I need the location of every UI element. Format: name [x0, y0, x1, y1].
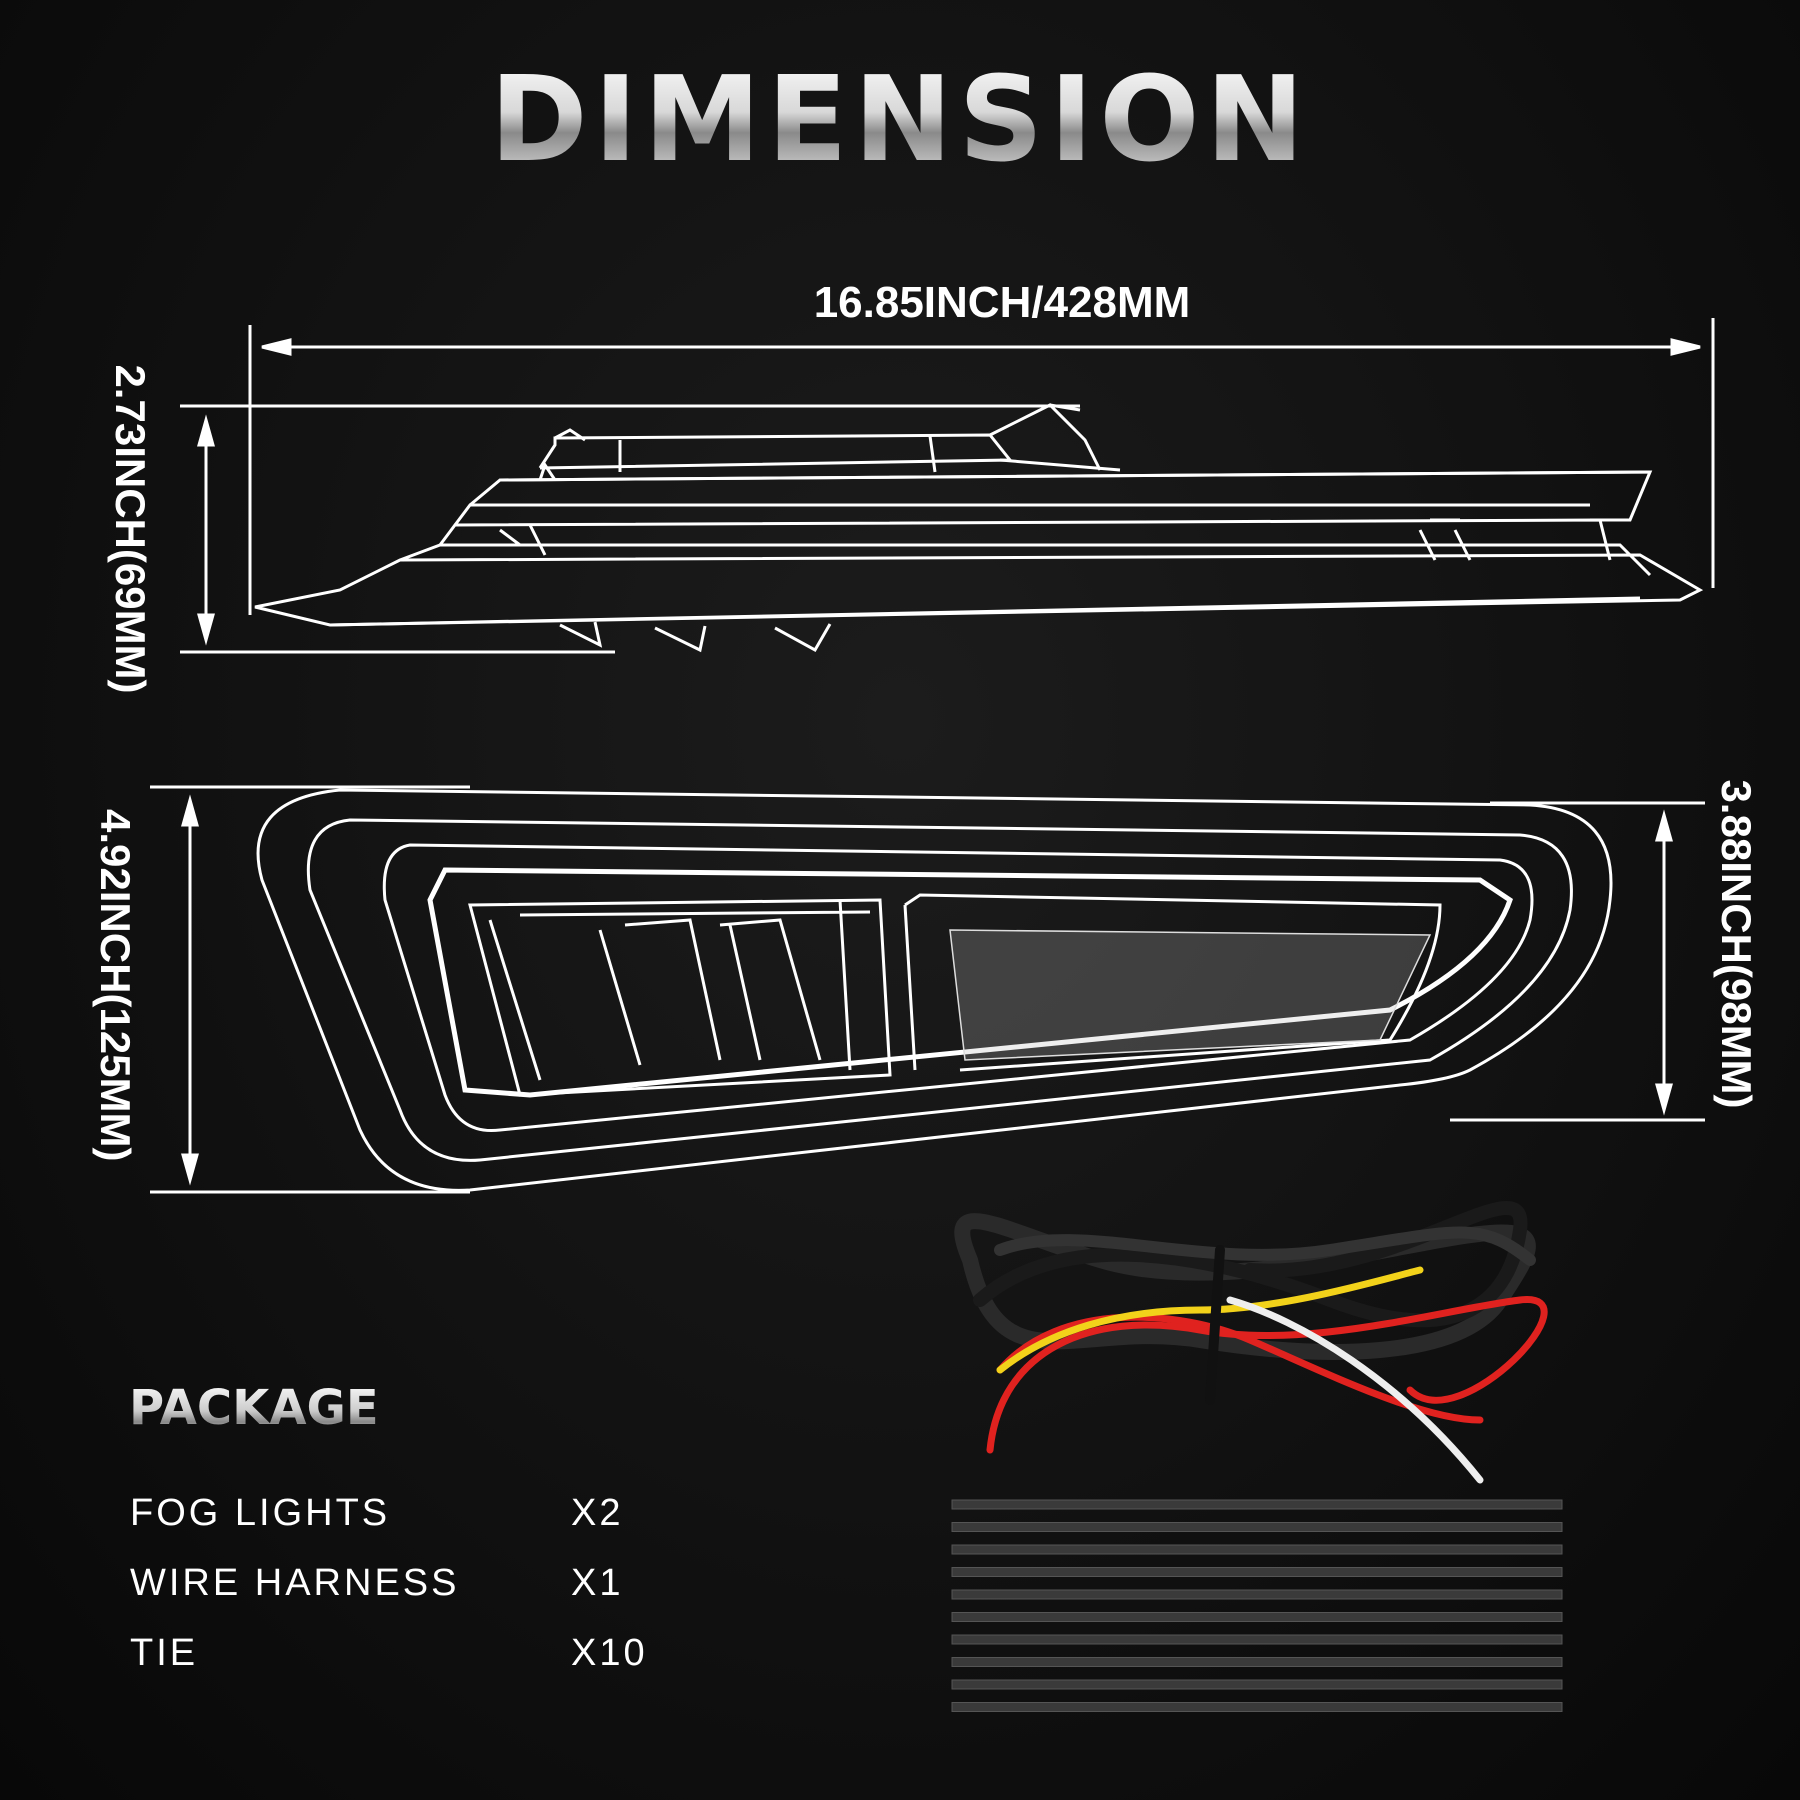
cable-tie	[951, 1522, 1563, 1532]
cable-tie	[951, 1702, 1563, 1712]
side-height-dimension-line	[180, 404, 1080, 654]
cable-tie	[951, 1567, 1563, 1577]
lens-fins	[949, 929, 1432, 1061]
package-item-name: FOG LIGHTS	[130, 1492, 391, 1534]
cable-tie	[951, 1499, 1563, 1510]
package-heading: PACKAGE	[129, 1380, 379, 1436]
length-dimension-line	[248, 318, 1715, 615]
package-item-qty: X2	[571, 1492, 624, 1534]
cable-tie	[951, 1589, 1563, 1600]
cable-tie	[951, 1657, 1563, 1667]
length-label: 16.85INCH/428MM	[813, 278, 1191, 327]
page-title: DIMENSION	[0, 50, 1800, 188]
cable-tie	[951, 1634, 1563, 1645]
cable-tie	[951, 1544, 1563, 1555]
wire-harness-image	[954, 1201, 1548, 1484]
front-inner-height-label: 3.88INCH(98MM)	[1713, 779, 1760, 1109]
side-profile-drawing	[254, 403, 1704, 653]
cable-ties-image	[951, 1499, 1563, 1712]
package-item-name: TIE	[130, 1632, 199, 1674]
cable-tie	[951, 1612, 1563, 1622]
side-height-label: 2.73INCH(69MM)	[107, 364, 154, 694]
front-view-drawing	[256, 788, 1613, 1192]
front-outer-height-label: 4.92INCH(125MM)	[92, 809, 139, 1162]
front-outer-height-dimension-line	[150, 785, 470, 1194]
package-item-qty: X10	[571, 1632, 648, 1674]
package-item-qty: X1	[571, 1562, 624, 1604]
cable-tie	[951, 1679, 1563, 1690]
front-inner-height-dimension-line	[1450, 801, 1705, 1122]
package-item-name: WIRE HARNESS	[130, 1562, 460, 1604]
